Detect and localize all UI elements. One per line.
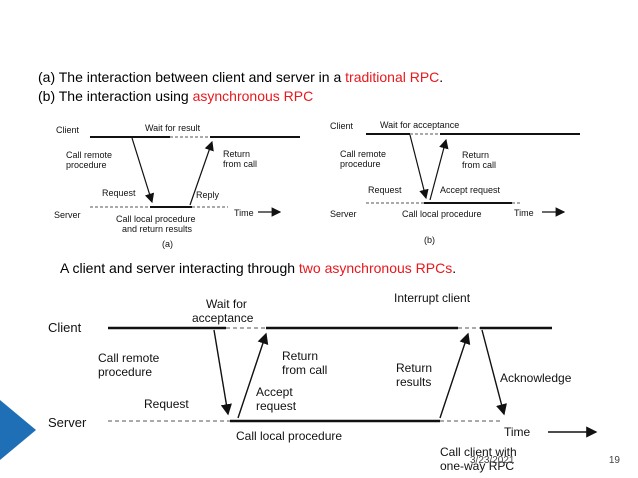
caption-async-rpc: (b) The interaction using asynchronous R… bbox=[38, 88, 314, 104]
time-label: Time bbox=[504, 425, 531, 439]
server-label: Server bbox=[54, 210, 81, 220]
return-call-line1: Return bbox=[282, 349, 318, 363]
diagram-two-async-rpcs: Client Wait for acceptance Interrupt cli… bbox=[48, 291, 598, 473]
wait-line1: Wait for bbox=[206, 297, 247, 311]
call-remote-line2: procedure bbox=[340, 159, 381, 169]
diagram-async-rpc: Client Wait for acceptance Call remote p… bbox=[330, 120, 580, 245]
return-line1: Return bbox=[462, 150, 489, 160]
call-remote-line1: Call remote bbox=[340, 149, 386, 159]
figure-label-a: (a) bbox=[162, 239, 173, 249]
call-local-line1: Call local procedure bbox=[116, 214, 196, 224]
call-client-line1: Call client with bbox=[440, 445, 517, 459]
accept-label: Accept request bbox=[440, 185, 501, 195]
client-label: Client bbox=[56, 125, 80, 135]
slide-accent-shape bbox=[0, 400, 36, 460]
request-label: Request bbox=[144, 397, 189, 411]
caption-traditional-rpc: (a) The interaction between client and s… bbox=[38, 69, 444, 85]
figure-label-b: (b) bbox=[424, 235, 435, 245]
accept-line1: Accept bbox=[256, 385, 293, 399]
server-label: Server bbox=[330, 209, 357, 219]
accept-line2: request bbox=[256, 399, 297, 413]
time-label: Time bbox=[234, 208, 254, 218]
acknowledge-label: Acknowledge bbox=[500, 371, 572, 385]
call-local-label: Call local procedure bbox=[236, 429, 342, 443]
time-label: Time bbox=[514, 208, 534, 218]
reply-label: Reply bbox=[196, 190, 220, 200]
client-label: Client bbox=[48, 320, 82, 335]
return-results-line1: Return bbox=[396, 361, 432, 375]
return-line2: from call bbox=[462, 160, 496, 170]
slide-number: 19 bbox=[608, 455, 620, 466]
return-call-line2: from call bbox=[282, 363, 327, 377]
diagram-traditional-rpc: Client Wait for result Call remote proce… bbox=[54, 123, 300, 249]
call-local-line2: and return results bbox=[122, 224, 193, 234]
call-client-line2: one-way RPC bbox=[440, 459, 514, 473]
return-line1: Return bbox=[223, 149, 250, 159]
return-results-line2: results bbox=[396, 375, 431, 389]
call-remote-line1: Call remote bbox=[98, 351, 160, 365]
return-line2: from call bbox=[223, 159, 257, 169]
call-remote-line2: procedure bbox=[66, 160, 107, 170]
wait-line2: acceptance bbox=[192, 311, 254, 325]
request-label: Request bbox=[102, 188, 136, 198]
call-remote-line2: procedure bbox=[98, 365, 152, 379]
interrupt-label: Interrupt client bbox=[394, 291, 471, 305]
client-label: Client bbox=[330, 121, 354, 131]
wait-label: Wait for acceptance bbox=[380, 120, 459, 130]
request-label: Request bbox=[368, 185, 402, 195]
call-local-label: Call local procedure bbox=[402, 209, 482, 219]
wait-label: Wait for result bbox=[145, 123, 201, 133]
server-label: Server bbox=[48, 415, 87, 430]
caption-two-async-rpcs: A client and server interacting through … bbox=[60, 260, 457, 276]
date-footer: 3/23/2021 bbox=[470, 455, 515, 466]
call-remote-line1: Call remote bbox=[66, 150, 112, 160]
